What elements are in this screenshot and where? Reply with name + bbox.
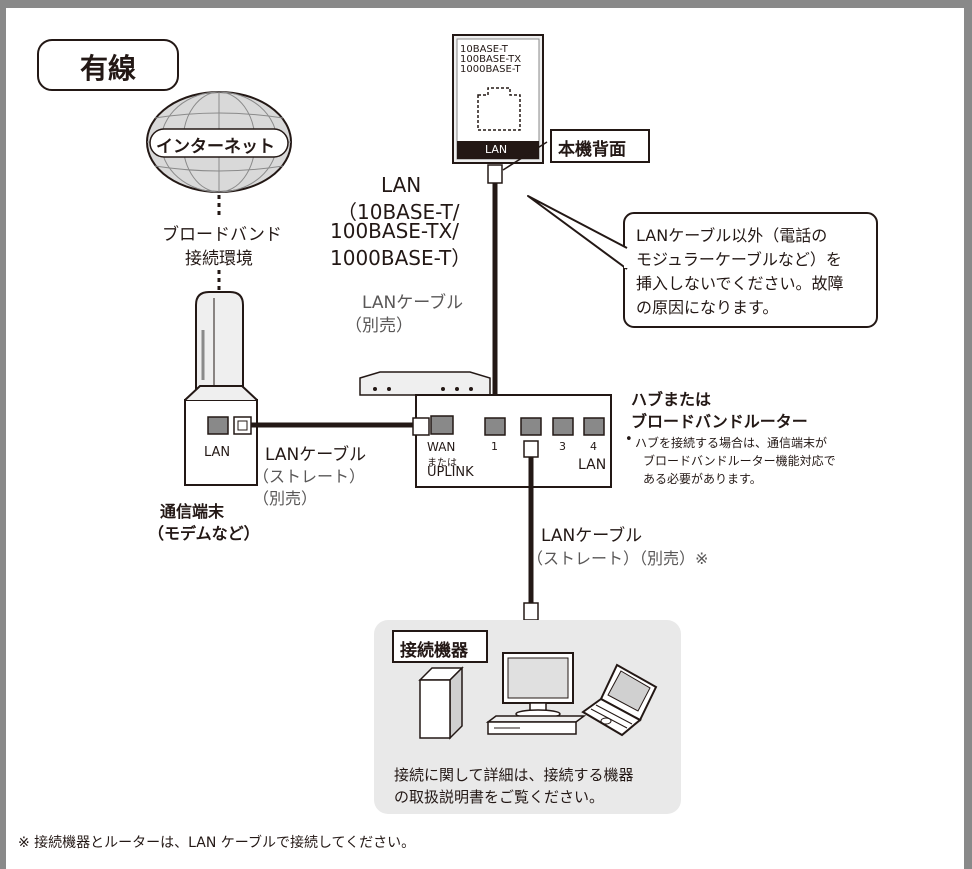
rear-spec-line1: 10BASE-T (460, 44, 508, 55)
lan-spec-line2: （10BASE-T/ (337, 200, 460, 224)
hub-note-line3: ある必要があります。 (643, 472, 762, 486)
recorder-icon (485, 715, 587, 735)
warning-line3: 挿入しないでください。故障 (636, 274, 844, 293)
broadband-label-line2: 接続環境 (185, 249, 253, 269)
pc-tower-icon (418, 666, 464, 740)
rear-port-label: LAN (485, 143, 508, 156)
hub-uplink-label: UPLINK (427, 465, 474, 480)
hub-lan-label: LAN (578, 457, 607, 473)
hub-port-1: 1 (491, 440, 498, 453)
devices-cable-plug (523, 602, 539, 621)
rear-spec-line3: 1000BASE-T (460, 64, 521, 75)
rear-panel-tag: 本機背面 (550, 129, 650, 163)
hub-wan-or: または (427, 458, 457, 469)
monitor-icon (502, 652, 574, 719)
cable-upper-line1: LANケーブル (362, 293, 464, 313)
warning-line4: の原因になります。 (636, 298, 779, 317)
modem-caption-line2: （モデムなど） (148, 524, 260, 543)
broadband-label-line1: ブロードバンド (162, 225, 282, 245)
frame-left (0, 0, 6, 869)
rear-panel-tag-text: 本機背面 (558, 140, 626, 160)
cable-modem-line3: （別売） (253, 489, 318, 508)
rear-spec-line2: 100BASE-TX (460, 54, 522, 65)
internet-label: インターネット (156, 137, 275, 157)
devices-tag-text: 接続機器 (400, 641, 468, 661)
hub-port-4: 4 (590, 440, 597, 453)
rear-panel (452, 34, 544, 164)
title-box (37, 39, 179, 91)
rear-cable-plug (487, 164, 503, 184)
modem-port-label: LAN (204, 445, 231, 460)
frame-top (0, 0, 972, 8)
hub-note-line1: ハブを接続する場合は、通信端末が (635, 436, 828, 450)
hub-port-3: 3 (559, 440, 566, 453)
hub-title-line1: ハブまたは (631, 390, 712, 409)
cable-upper-line2: （別売） (345, 316, 413, 336)
frame-right (964, 0, 972, 869)
lan-spec-line1: LAN (381, 173, 422, 197)
modem-device (184, 291, 258, 486)
hub-note-line2: ブロードバンドルーター機能対応で (643, 454, 836, 468)
cable-lower-line2: （ストレート）（別売）※ (527, 549, 709, 568)
hub-title-line2: ブロードバンドルーター (631, 412, 808, 431)
warning-line1: LANケーブル以外（電話の (636, 226, 828, 245)
warning-line2: モジュラーケーブルなど）を (636, 250, 842, 269)
hub-device (359, 371, 612, 488)
internet-globe-icon (146, 91, 292, 193)
hub-note-bullet: • (625, 432, 633, 447)
cable-modem-line1: LANケーブル (265, 445, 367, 465)
lan-spec-line3: 100BASE-TX/ (330, 219, 459, 243)
cable-modem-line2: （ストレート） (253, 467, 366, 486)
warning-callout (527, 195, 878, 328)
footnote: ※ 接続機器とルーターは、LAN ケーブルで接続してください。 (18, 835, 416, 851)
devices-note-line2: の取扱説明書をご覧ください。 (394, 788, 605, 806)
modem-caption-line1: 通信端末 (160, 502, 225, 521)
lan-spec-line4: 1000BASE-T） (330, 246, 472, 270)
page-title: 有線 (80, 52, 137, 85)
devices-tag: 接続機器 (392, 630, 488, 663)
devices-note-line1: 接続に関して詳細は、接続する機器 (394, 766, 634, 784)
laptop-icon (581, 663, 658, 737)
hub-wan-label: WAN (427, 440, 456, 454)
cable-lower-line1: LANケーブル (541, 526, 643, 546)
